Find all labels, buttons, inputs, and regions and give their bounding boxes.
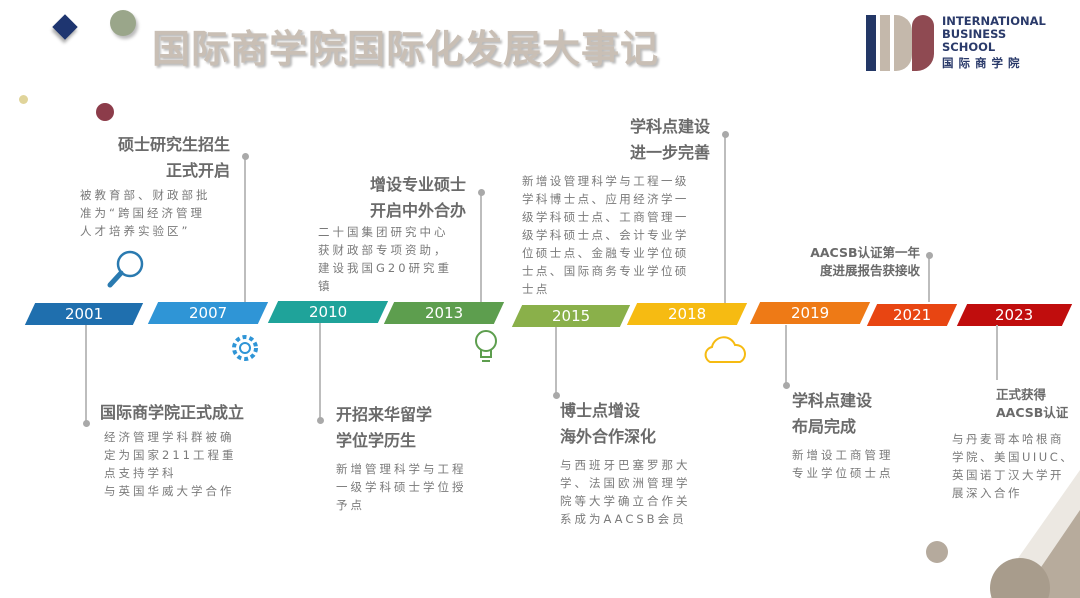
year-band-2013: 2013 xyxy=(383,302,505,324)
circle-decoration xyxy=(96,103,114,121)
event-2018: 学科点建设进一步完善 xyxy=(629,117,710,162)
event-2015: 博士点增设海外合作深化 与西班牙巴塞罗那大学、法国欧洲管理学院等大学确立合作关系… xyxy=(560,401,691,526)
corner-decoration xyxy=(990,470,1080,598)
event-2007-desc: 被教育部、财政部批准为“跨国经济管理人才培养实验区” xyxy=(80,188,211,238)
lightbulb-icon xyxy=(475,330,497,362)
gear-icon xyxy=(232,335,258,361)
event-2001: 国际商学院正式成立 经济管理学科群被确定为国家211工程重点支持学科与英国华威大… xyxy=(100,403,245,498)
event-2013: 增设专业硕士开启中外合办 xyxy=(369,175,466,220)
event-2019: 学科点建设布局完成 新增设工商管理专业学位硕士点 xyxy=(792,391,894,480)
diamond-decoration xyxy=(52,14,78,40)
magnifier-icon xyxy=(107,250,144,288)
year-band-2007: 2007 xyxy=(147,302,269,324)
circle-decoration xyxy=(926,541,948,563)
circle-decoration xyxy=(110,10,136,36)
circle-decoration xyxy=(19,95,28,104)
logo-line: INTERNATIONAL xyxy=(942,14,1046,28)
cloud-icon xyxy=(704,336,746,363)
year-band-2021: 2021 xyxy=(866,304,958,326)
year-band-2010: 2010 xyxy=(267,301,389,323)
logo: INTERNATIONAL BUSINESS SCHOOL 国际商学院 xyxy=(866,15,1076,73)
event-2021: AACSB认证第一年度进展报告获接收 xyxy=(810,245,920,278)
year-band-2015: 2015 xyxy=(511,305,631,327)
event-2018-desc: 新增设管理科学与工程一级学科博士点、应用经济学一级学科硕士点、工商管理一级学科硕… xyxy=(522,174,689,296)
event-2010: 开招来华留学学位学历生 新增管理科学与工程一级学科硕士学位授予点 xyxy=(336,405,467,512)
year-band-2018: 2018 xyxy=(626,303,748,325)
logo-cn: 国际商学院 xyxy=(942,56,1025,70)
event-2013-desc: 二十国集团研究中心获财政部专项资助，建设我国G20研究重镇 xyxy=(318,225,453,293)
logo-line: SCHOOL xyxy=(942,40,996,54)
page-title: 国际商学院国际化发展大事记 xyxy=(152,27,660,71)
event-2007: 硕士研究生招生正式开启 xyxy=(117,135,230,180)
year-band-2019: 2019 xyxy=(749,302,871,324)
year-band-2023: 2023 xyxy=(956,304,1073,326)
year-band-2001: 2001 xyxy=(24,303,144,325)
logo-line: BUSINESS xyxy=(942,27,1007,41)
